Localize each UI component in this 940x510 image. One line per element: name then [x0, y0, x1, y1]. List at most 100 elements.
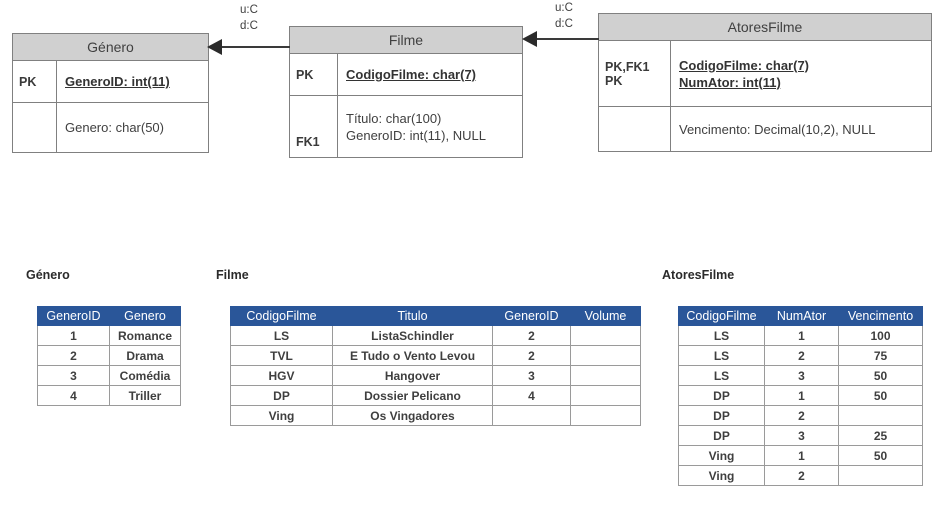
table-cell: Os Vingadores	[332, 405, 493, 426]
entity-atoresfilme-row-pk: PK,FK1 PK CodigoFilme: char(7) NumAtor: …	[599, 41, 931, 106]
table-cell: 3	[492, 365, 571, 386]
relationship-label-atoresfilme-filme: u:C d:C	[555, 0, 573, 32]
table-cell: 2	[37, 345, 110, 366]
table-cell: DP	[678, 385, 765, 406]
data-table-genero[interactable]: GeneroID Genero 1 Romance 2 Drama 3 Comé…	[37, 306, 181, 406]
table-row[interactable]: LS 3 50	[678, 365, 923, 386]
table-row[interactable]: 3 Comédia	[37, 365, 181, 386]
table-cell: 1	[37, 325, 110, 346]
table-cell: LS	[230, 325, 333, 346]
table-cell	[570, 385, 641, 406]
table-cell: 3	[37, 365, 110, 386]
table-cell: 1	[764, 325, 839, 346]
relationship-label-filme-genero: u:C d:C	[240, 2, 258, 34]
table-row[interactable]: LS 1 100	[678, 325, 923, 346]
table-caption-genero: Género	[26, 268, 70, 282]
entity-filme[interactable]: Filme PK CodigoFilme: char(7) FK1 Título…	[289, 26, 523, 158]
table-cell: 1	[764, 445, 839, 466]
column-header: Titulo	[332, 306, 493, 326]
entity-filme-title: Filme	[290, 27, 522, 54]
table-cell	[570, 325, 641, 346]
delete-rule-label: d:C	[555, 18, 573, 30]
table-cell: 2	[764, 345, 839, 366]
entity-atoresfilme-row-attrs: Vencimento: Decimal(10,2), NULL	[599, 106, 931, 151]
entity-genero[interactable]: Género PK GeneroID: int(11) Genero: char…	[12, 33, 209, 153]
table-cell: 1	[764, 385, 839, 406]
data-table-atoresfilme[interactable]: CodigoFilme NumAtor Vencimento LS 1 100 …	[678, 306, 923, 486]
entity-filme-row-pk: PK CodigoFilme: char(7)	[290, 54, 522, 95]
table-row[interactable]: 4 Triller	[37, 385, 181, 406]
entity-filme-key-pk: PK	[290, 54, 338, 95]
attribute-label: Título: char(100)	[346, 110, 442, 126]
table-cell: 50	[838, 365, 923, 386]
data-table-filme[interactable]: CodigoFilme Titulo GeneroID Volume LS Li…	[230, 306, 641, 426]
column-header: NumAtor	[764, 306, 839, 326]
table-row[interactable]: Ving 2	[678, 465, 923, 486]
column-header: GeneroID	[492, 306, 571, 326]
table-cell: 3	[764, 425, 839, 446]
entity-genero-row-attrs: Genero: char(50)	[13, 102, 208, 152]
table-cell: Drama	[109, 345, 181, 366]
table-cell: 4	[492, 385, 571, 406]
table-cell: Ving	[678, 465, 765, 486]
table-row[interactable]: TVL E Tudo o Vento Levou 2	[230, 345, 641, 366]
key-label: FK1	[296, 135, 320, 149]
table-row[interactable]: 2 Drama	[37, 345, 181, 366]
table-cell	[492, 405, 571, 426]
attribute-label: GeneroID: int(11), NULL	[346, 127, 486, 143]
table-cell: LS	[678, 365, 765, 386]
table-cell: E Tudo o Vento Levou	[332, 345, 493, 366]
table-cell: ListaSchindler	[332, 325, 493, 346]
table-header-row: GeneroID Genero	[37, 306, 181, 326]
table-cell: 50	[838, 385, 923, 406]
table-cell: Dossier Pelicano	[332, 385, 493, 406]
table-cell: 2	[764, 465, 839, 486]
attribute-label: GeneroID: int(11)	[65, 74, 170, 89]
entity-filme-key-fk1: FK1	[290, 96, 338, 157]
table-cell: 25	[838, 425, 923, 446]
table-cell: 75	[838, 345, 923, 366]
table-row[interactable]: 1 Romance	[37, 325, 181, 346]
entity-genero-attrs-pk: GeneroID: int(11)	[57, 61, 208, 102]
attribute-label: CodigoFilme: char(7)	[679, 57, 810, 73]
table-cell: 100	[838, 325, 923, 346]
table-row[interactable]: DP Dossier Pelicano 4	[230, 385, 641, 406]
entity-filme-attrs-nonkey: Título: char(100) GeneroID: int(11), NUL…	[338, 96, 522, 157]
entity-genero-key-empty	[13, 103, 57, 152]
column-header: CodigoFilme	[230, 306, 333, 326]
table-row[interactable]: HGV Hangover 3	[230, 365, 641, 386]
table-cell	[838, 465, 923, 486]
table-cell: LS	[678, 325, 765, 346]
table-cell: Ving	[678, 445, 765, 466]
relationship-line-filme-genero	[222, 46, 290, 48]
table-row[interactable]: DP 1 50	[678, 385, 923, 406]
table-row[interactable]: DP 2	[678, 405, 923, 426]
attribute-label: Vencimento: Decimal(10,2), NULL	[679, 121, 876, 137]
delete-rule-label: d:C	[240, 20, 258, 32]
entity-atoresfilme[interactable]: AtoresFilme PK,FK1 PK CodigoFilme: char(…	[598, 13, 932, 152]
relationship-arrow-filme-genero	[207, 39, 222, 55]
table-row[interactable]: LS ListaSchindler 2	[230, 325, 641, 346]
column-header: GeneroID	[37, 306, 110, 326]
table-cell: DP	[678, 405, 765, 426]
table-cell: Triller	[109, 385, 181, 406]
table-cell: 2	[492, 345, 571, 366]
key-label: PK	[19, 74, 37, 89]
table-caption-atoresfilme: AtoresFilme	[662, 268, 735, 282]
attribute-label: NumAtor: int(11)	[679, 74, 781, 90]
entity-atoresfilme-key-pk: PK,FK1 PK	[599, 41, 671, 106]
table-cell: 50	[838, 445, 923, 466]
table-cell: LS	[678, 345, 765, 366]
table-cell: Hangover	[332, 365, 493, 386]
entity-atoresfilme-attrs-nonkey: Vencimento: Decimal(10,2), NULL	[671, 107, 931, 151]
table-row[interactable]: LS 2 75	[678, 345, 923, 366]
attribute-label: CodigoFilme: char(7)	[346, 67, 477, 82]
key-label: PK,FK1	[605, 59, 650, 74]
table-row[interactable]: Ving 1 50	[678, 445, 923, 466]
table-row[interactable]: DP 3 25	[678, 425, 923, 446]
table-cell: Ving	[230, 405, 333, 426]
table-row[interactable]: Ving Os Vingadores	[230, 405, 641, 426]
table-cell: Romance	[109, 325, 181, 346]
relationship-arrow-atoresfilme-filme	[522, 31, 537, 47]
table-cell: TVL	[230, 345, 333, 366]
